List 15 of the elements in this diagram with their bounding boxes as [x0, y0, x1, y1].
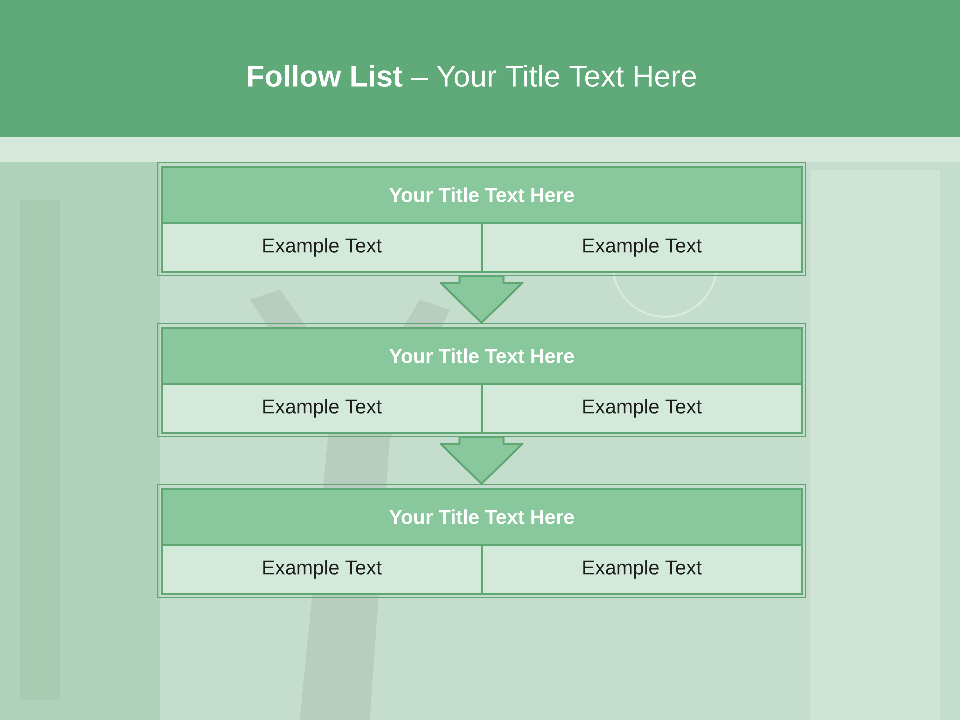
header-cell: Your Title Text Here [161, 488, 804, 546]
table-block [157, 484, 806, 598]
table-cell: Example Text [161, 544, 483, 595]
arrow [440, 436, 524, 485]
header-cell: Your Title Text Here [161, 327, 804, 385]
table-cell: Example Text [161, 222, 483, 273]
header-cell: Your Title Text Here [161, 166, 804, 224]
table-block [157, 162, 806, 276]
table-cell: Example Text [481, 383, 804, 434]
table-block [157, 323, 806, 438]
title: Follow List – Your Title Text Here [248, 64, 696, 88]
table-cell: Example Text [481, 544, 804, 595]
table-cell: Example Text [161, 383, 483, 434]
table-cell: Example Text [481, 222, 804, 273]
arrow [440, 276, 524, 324]
